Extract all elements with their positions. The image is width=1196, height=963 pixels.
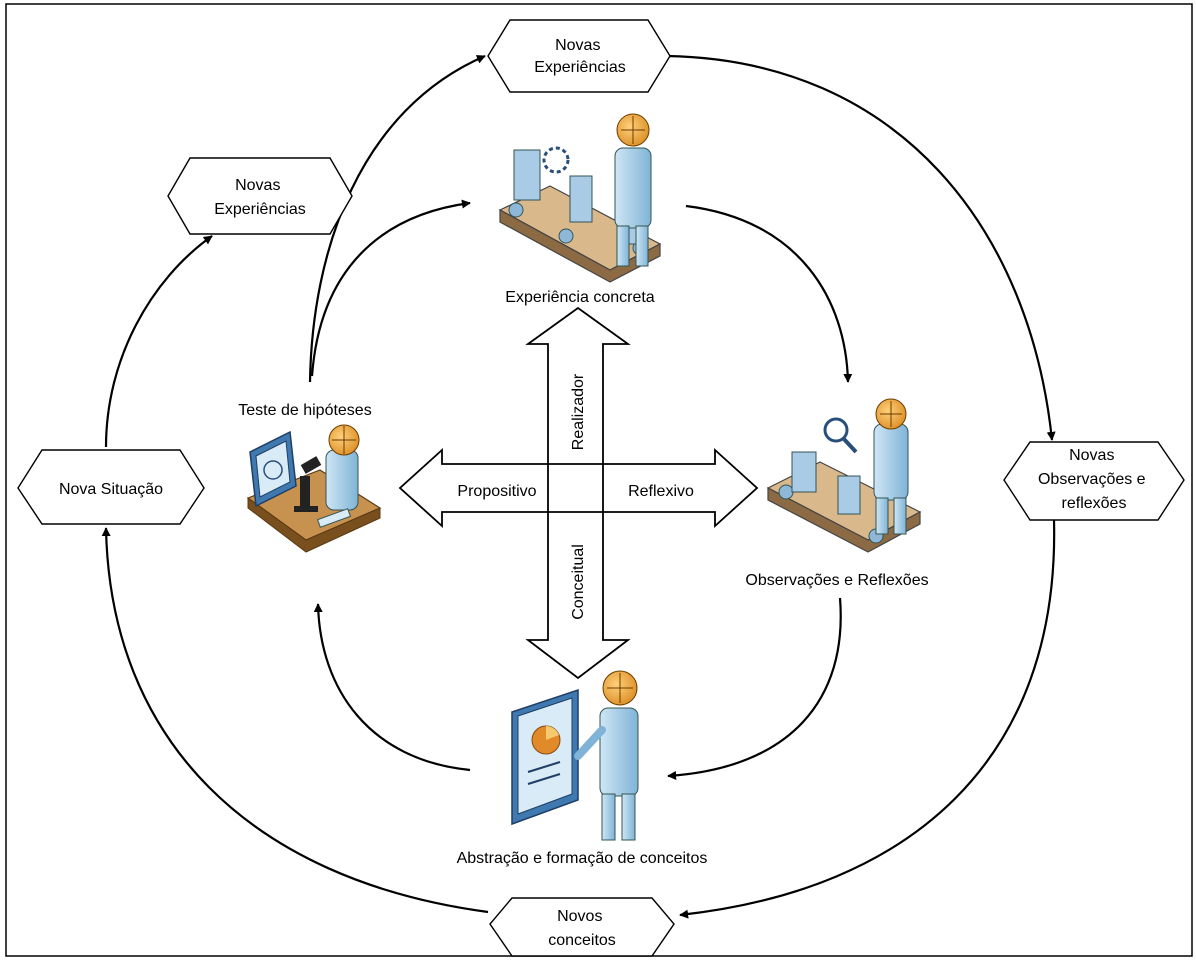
stage-label-abstraction: Abstração e formação de conceitos [457, 850, 708, 867]
hexagon-top-label: Novas Experiências [534, 37, 626, 76]
arrow-hypothesis-to-experience [310, 199, 471, 377]
outer-cycle-arrows [101, 54, 1056, 919]
arrow-left-to-upperleft [104, 235, 213, 448]
experience-illustration [498, 113, 662, 283]
hypothesis-illustration [246, 424, 382, 553]
hexagon-upper-left [167, 157, 353, 235]
observation-illustration [766, 398, 922, 553]
hexagon-left [17, 449, 205, 525]
hexagon-left-label: Nova Situação [59, 481, 163, 498]
abstraction-illustration [511, 670, 639, 841]
hexagon-top [487, 19, 671, 93]
hexagon-bottom-label: Novos conceitos [548, 908, 616, 949]
cross-up-arrow [525, 306, 631, 465]
cross-right-arrow [602, 447, 759, 529]
axis-label-conceitual: Conceitual [570, 544, 587, 620]
arrow-experience-to-observation [685, 204, 853, 383]
hexagons [17, 19, 1185, 957]
cross-left-arrow [398, 447, 549, 529]
stage-label-hypothesis: Teste de hipóteses [238, 402, 371, 419]
stage-label-observations: Observações e Reflexões [745, 572, 928, 589]
cross-down-arrow [525, 511, 631, 680]
arrow-top-to-right [666, 54, 1056, 441]
hexagon-upper-left-label: Novas Experiências [214, 177, 306, 218]
stage-label-experience: Experiência concreta [505, 289, 655, 306]
hexagon-right [1003, 441, 1185, 521]
center-cross [398, 306, 759, 680]
inner-cycle-arrows [310, 199, 853, 780]
axis-label-reflexivo: Reflexivo [628, 483, 694, 500]
arrow-abstraction-to-hypothesis [313, 603, 471, 772]
hexagon-right-label: Novas Observações e reflexões [1038, 447, 1150, 512]
arrow-right-to-bottom [679, 519, 1056, 919]
arrow-observation-to-abstraction [667, 597, 842, 780]
axis-label-propositivo: Propositivo [457, 483, 536, 500]
axis-label-realizador: Realizador [570, 373, 587, 450]
hexagon-bottom [489, 897, 675, 957]
arrow-hypothesis-to-top [308, 54, 486, 383]
arrow-bottom-to-left [101, 527, 489, 914]
